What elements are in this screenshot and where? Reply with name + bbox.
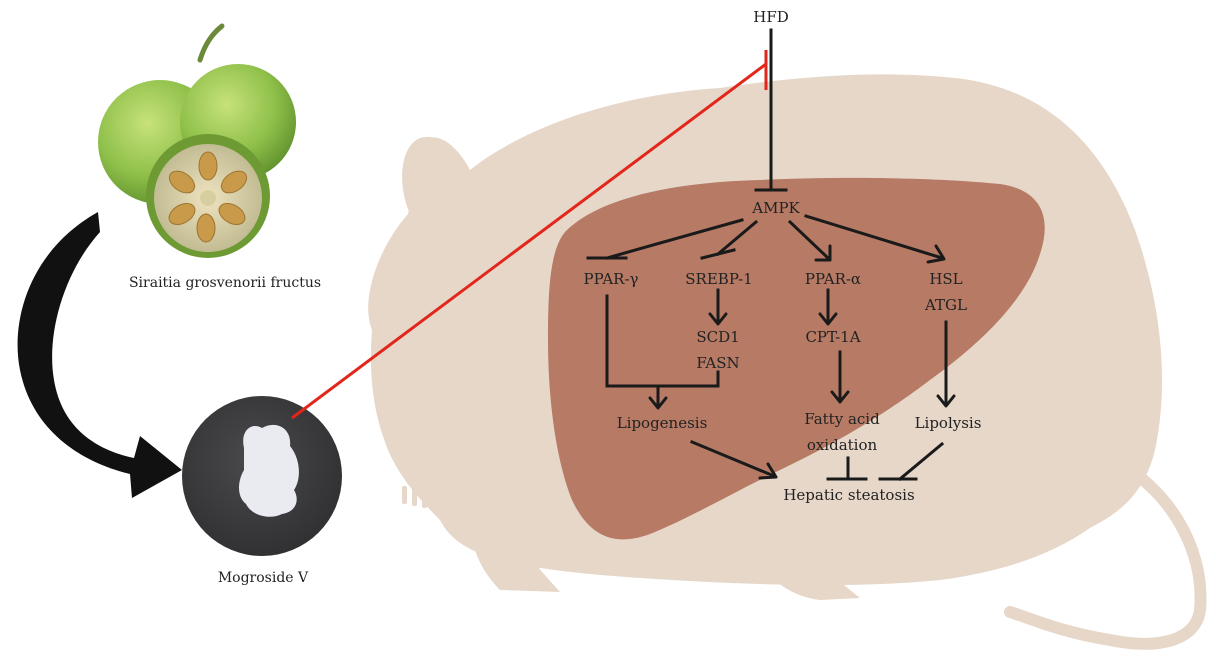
compound-caption: Mogroside V [218,570,309,586]
hepatic-steatosis-label: Hepatic steatosis [783,486,914,504]
scd1-label: SCD1 [696,328,739,346]
fatty-acid-label: Fatty acid [804,410,880,428]
lipogenesis-label: Lipogenesis [617,414,708,432]
cpt1a-label: CPT-1A [805,328,860,346]
fruit-caption: Siraitia grosvenorii fructus [129,275,321,291]
lipolysis-label: Lipolysis [915,414,982,432]
curved-black-arrow [18,212,182,498]
luo-han-guo-fruit [98,26,296,258]
white-powder-dish [182,396,342,556]
ppar-gamma-label: PPAR-γ [584,270,639,288]
fasn-label: FASN [696,354,739,372]
atgl-label: ATGL [924,296,967,314]
hsl-label: HSL [929,270,962,288]
ppar-alpha-label: PPAR-α [805,270,861,288]
hfd-label: HFD [753,8,789,26]
ampk-label: AMPK [751,199,800,217]
oxidation-label: oxidation [807,436,878,454]
srebp1-label: SREBP-1 [685,270,752,288]
